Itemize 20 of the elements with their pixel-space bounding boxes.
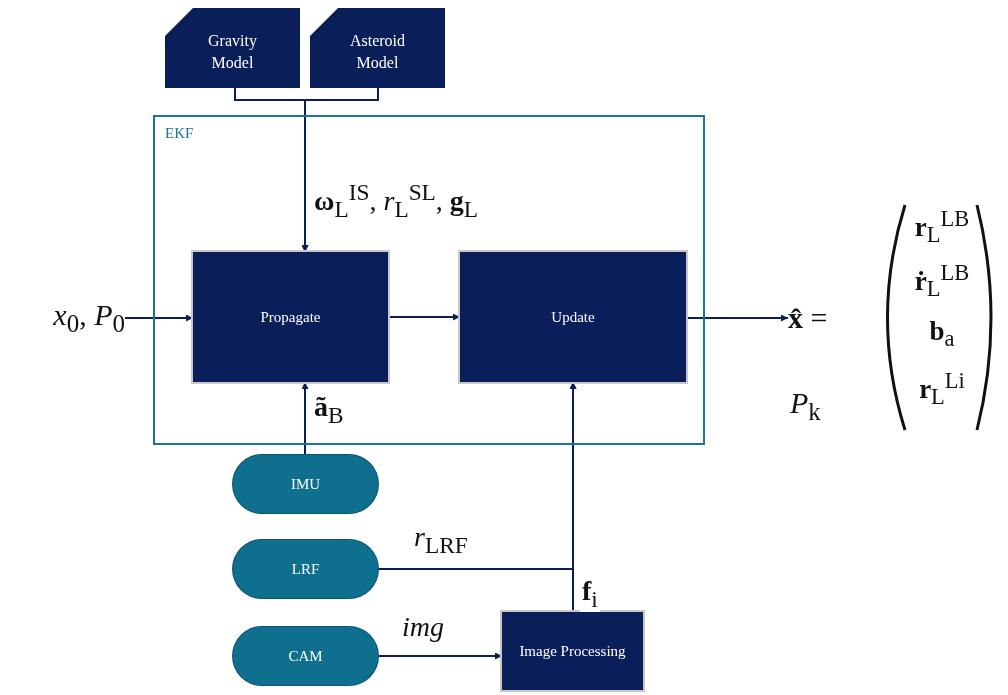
model-block: Gravity Model [165,8,300,88]
arrow [301,381,309,456]
sensor-pill: LRF [233,540,378,598]
process-box: Propagate [193,252,388,382]
covariance-symbol: P$_{k}$ [790,386,821,426]
sensor-pill: CAM [233,627,378,685]
model-block: Asteroid Model [310,8,445,88]
vector-entry: b$_{a}$ [929,318,955,351]
process-box: Update [460,252,686,382]
frame-title: EKF [165,125,194,142]
math-expression: x$_{0}$, P$_{0}$ [53,298,125,338]
arrow [377,652,503,660]
arrow [387,313,461,321]
math-expression: x̂ = [788,301,828,335]
arrow [124,314,194,322]
arrow [301,87,379,253]
sensor-pill: IMU [233,455,378,513]
process-box: Image Processing [502,612,643,690]
arrow [685,314,789,322]
arrow [569,381,577,613]
